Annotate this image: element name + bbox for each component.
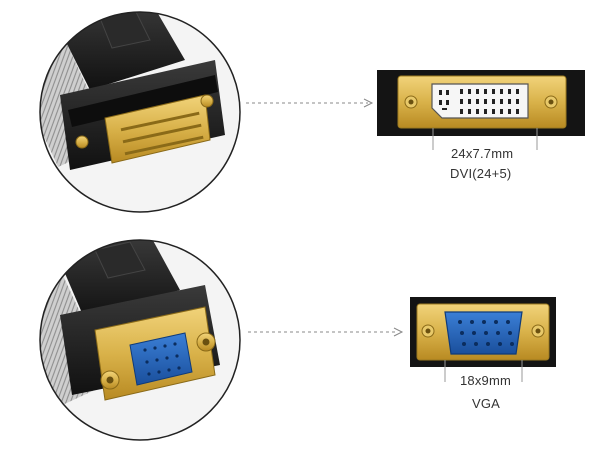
dvi-adapter-photo xyxy=(39,11,241,213)
vga-type-label: VGA xyxy=(472,396,501,411)
vga-adapter-photo xyxy=(39,239,241,441)
vga-pointer-arrow xyxy=(248,327,404,337)
vga-dimension-label: 18x9mm xyxy=(460,373,512,388)
dvi-dimension-label: 24x7.7mm xyxy=(451,146,514,161)
vga-port-face xyxy=(410,297,556,382)
dvi-pointer-arrow xyxy=(246,98,374,108)
dvi-type-label: DVI(24+5) xyxy=(450,166,512,181)
dvi-port-face xyxy=(377,70,585,150)
